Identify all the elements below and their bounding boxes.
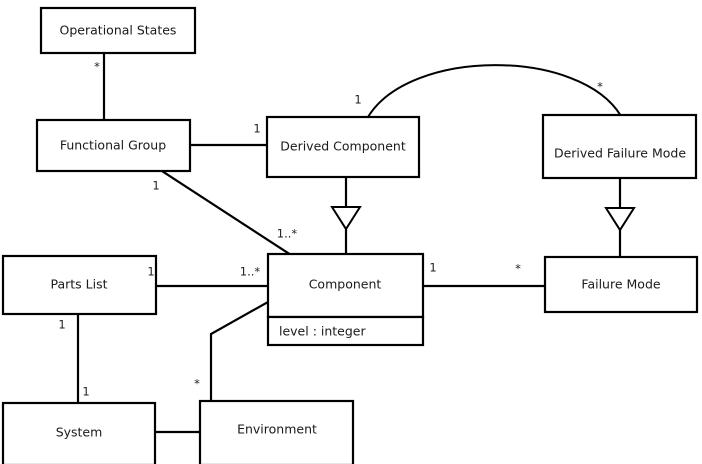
class-frame-derived-failure-mode bbox=[541, 113, 698, 180]
class-frame-derived-component bbox=[265, 115, 421, 179]
class-title-component: Component bbox=[309, 277, 382, 292]
multiplicity-label-parts-list-right: 1 bbox=[147, 265, 154, 279]
class-frame-system bbox=[1, 401, 157, 464]
class-frame-parts-list bbox=[1, 254, 158, 316]
class-box-derived-component[interactable]: Derived Component bbox=[265, 115, 421, 179]
class-title-derived-component: Derived Component bbox=[280, 139, 406, 154]
multiplicity-label-component-left: 1..* bbox=[240, 265, 261, 279]
class-attribute-component-level: level : integer bbox=[279, 324, 366, 339]
multiplicity-label-functional-group-bottom: 1 bbox=[152, 179, 159, 193]
multiplicity-label-arc-right: * bbox=[597, 80, 603, 94]
association-component-environment bbox=[209, 300, 270, 403]
multiplicity-layer: * 1 1 1 * 1..* 1 1..* 1 * 1 1 * bbox=[58, 60, 603, 399]
class-frame-functional-group bbox=[35, 118, 192, 173]
multiplicity-label-diagonal-component: 1..* bbox=[277, 227, 298, 241]
multiplicity-label-arc-left: 1 bbox=[354, 93, 361, 107]
class-frame-component-name bbox=[266, 252, 425, 319]
class-layer: Operational States Functional Group Deri… bbox=[1, 6, 699, 464]
multiplicity-label-system-top: 1 bbox=[82, 385, 89, 399]
association-functional-group-component bbox=[160, 169, 293, 257]
class-title-failure-mode: Failure Mode bbox=[581, 277, 660, 292]
multiplicity-label-component-right: 1 bbox=[429, 261, 436, 275]
class-box-operational-states[interactable]: Operational States bbox=[39, 6, 197, 55]
class-title-environment: Environment bbox=[237, 422, 317, 437]
multiplicity-label-operational-states: * bbox=[94, 60, 100, 74]
multiplicity-label-failure-mode-left: * bbox=[515, 262, 521, 276]
generalization-triangle-derived-failure-mode bbox=[604, 207, 636, 232]
multiplicity-label-derived-component-left: 1 bbox=[253, 122, 260, 136]
class-box-parts-list[interactable]: Parts List bbox=[1, 254, 158, 316]
class-box-environment[interactable]: Environment bbox=[198, 399, 355, 464]
class-frame-failure-mode bbox=[543, 255, 699, 314]
relationship-layer bbox=[76, 51, 636, 434]
class-box-derived-failure-mode[interactable]: Derived Failure Mode bbox=[541, 113, 698, 180]
generalization-triangle-derived-component bbox=[330, 206, 362, 231]
class-box-system[interactable]: System bbox=[1, 401, 157, 464]
class-title-derived-failure-mode: Derived Failure Mode bbox=[554, 146, 686, 161]
class-title-functional-group: Functional Group bbox=[60, 138, 166, 153]
class-frame-operational-states bbox=[39, 6, 197, 55]
class-box-component[interactable]: Component level : integer bbox=[266, 252, 425, 347]
association-derived-component-derived-failure-mode bbox=[367, 64, 622, 118]
class-frame-component-attributes bbox=[266, 315, 425, 347]
multiplicity-label-parts-list-bottom: 1 bbox=[58, 318, 65, 332]
class-title-operational-states: Operational States bbox=[60, 23, 177, 38]
class-box-functional-group[interactable]: Functional Group bbox=[35, 118, 192, 173]
class-frame-environment bbox=[198, 399, 355, 464]
class-title-parts-list: Parts List bbox=[50, 277, 107, 292]
class-box-failure-mode[interactable]: Failure Mode bbox=[543, 255, 699, 314]
class-title-system: System bbox=[56, 425, 103, 440]
multiplicity-label-environment-star: * bbox=[194, 377, 200, 391]
